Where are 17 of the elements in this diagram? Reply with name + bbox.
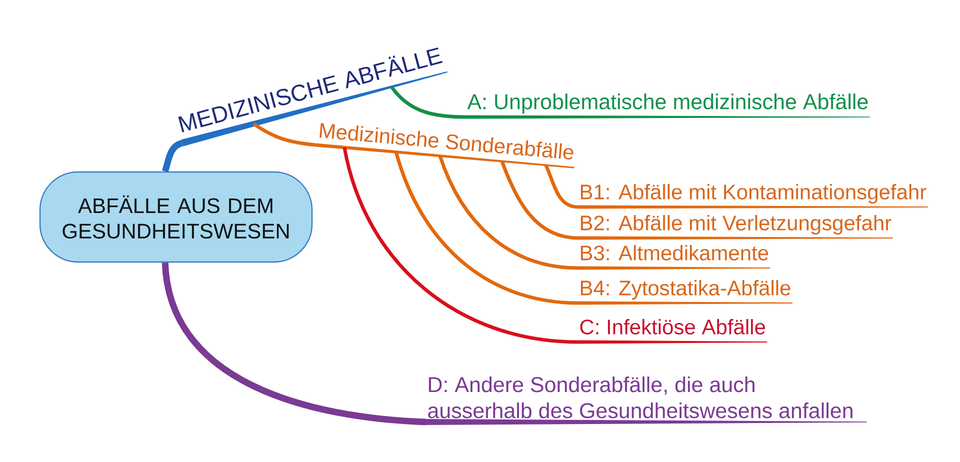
branch-line	[162, 140, 184, 172]
branch-line	[342, 147, 578, 344]
topic-label: D: Andere Sonderabfälle, die auch ausserhalb des Gesundheitswesens anfallen	[426, 376, 867, 425]
branch-line	[544, 164, 578, 209]
topic-label: A: Unproblematische medizinische Abfälle	[466, 94, 870, 119]
branch-line	[394, 151, 578, 305]
topic-label: B1: Abfälle mit Kontaminationsgefahr	[578, 184, 928, 209]
topic-label: B3: Altmedikamente	[578, 245, 770, 270]
topic-label: B2: Abfälle mit Verletzungsgefahr	[578, 215, 893, 240]
branch-line	[390, 86, 466, 119]
branch-line	[162, 262, 426, 426]
branch-line	[438, 155, 578, 270]
central-topic-box: ABFÄLLE AUS DEM GESUNDHEITSWESEN	[39, 171, 313, 263]
topic-label: B4: Zytostatika-Abfälle	[578, 280, 792, 305]
branch-line	[252, 122, 316, 147]
topic-label: C: Infektiöse Abfälle	[578, 319, 768, 344]
branch-line	[500, 160, 578, 240]
